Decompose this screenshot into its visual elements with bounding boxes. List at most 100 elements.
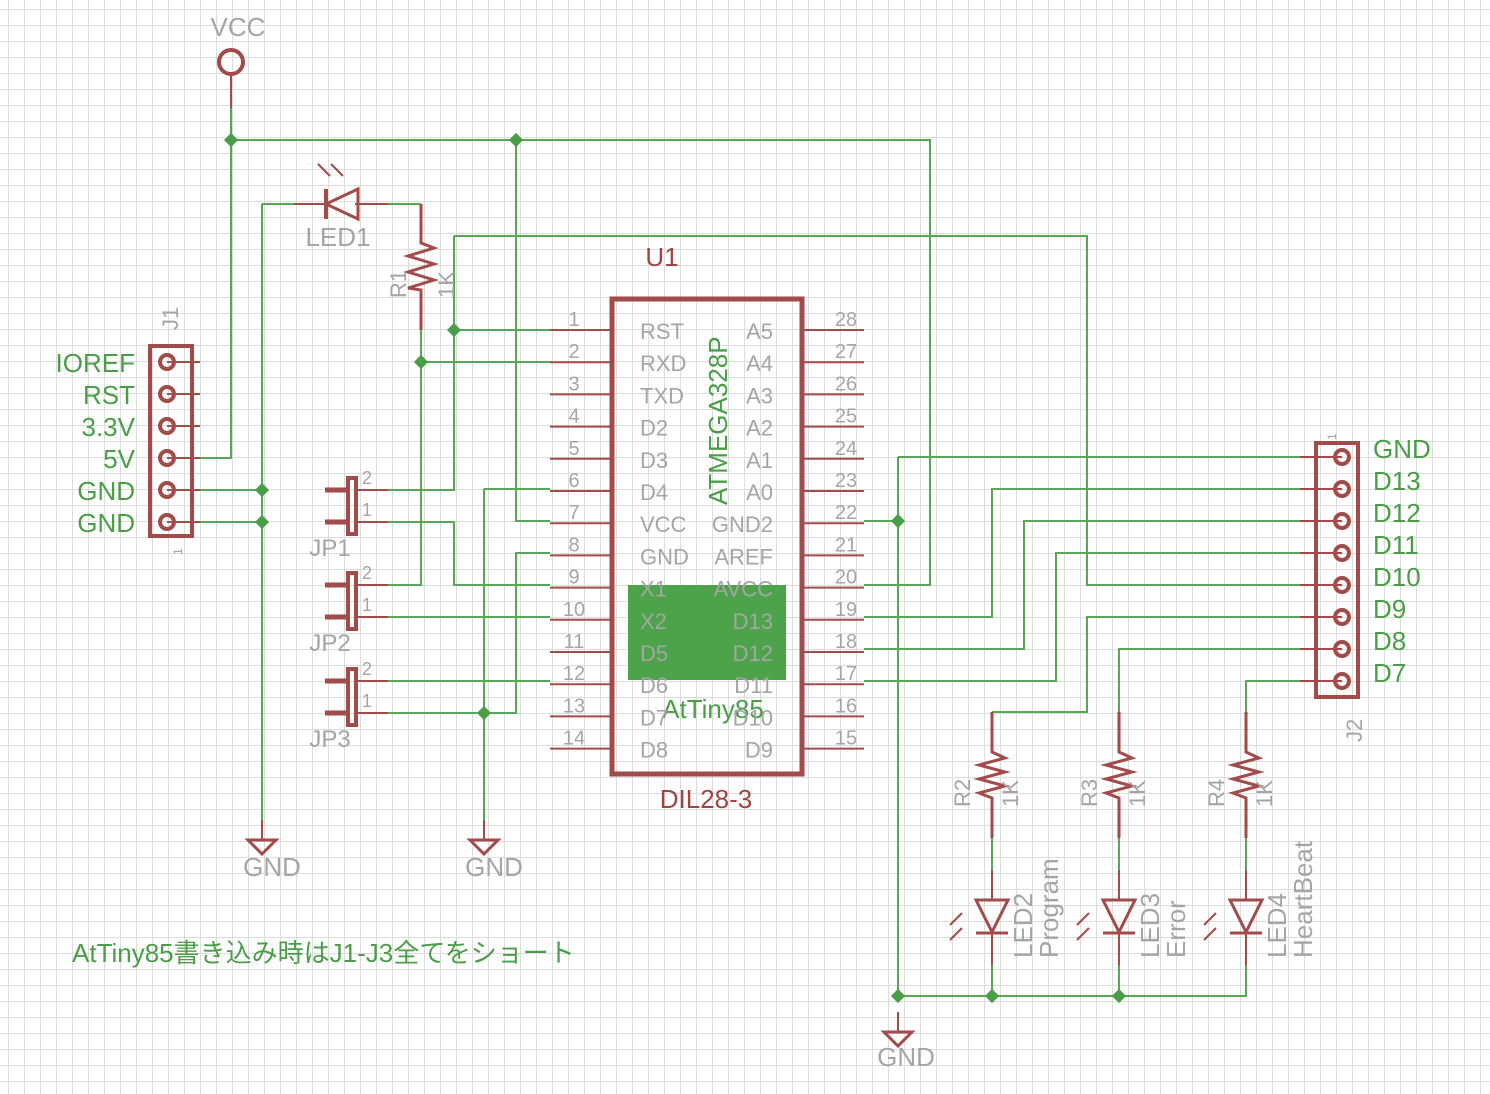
u1-pin-number: 25 bbox=[835, 406, 857, 428]
u1-pin-number: 5 bbox=[568, 438, 579, 460]
u1-pin-number: 14 bbox=[563, 728, 585, 750]
wire bbox=[388, 521, 550, 586]
note-text: AtTiny85書き込み時はJ1-J3全てをショート bbox=[72, 938, 575, 968]
j1-pin-label: GND bbox=[77, 476, 135, 506]
junction-dot bbox=[254, 514, 270, 530]
junction-dot bbox=[890, 988, 906, 1004]
selection-highlight bbox=[628, 585, 786, 680]
vcc-label: VCC bbox=[211, 12, 266, 42]
wire bbox=[515, 140, 550, 522]
u1-pin-number: 9 bbox=[568, 567, 579, 589]
junction-dot bbox=[446, 322, 462, 338]
u1-pin-number: 23 bbox=[835, 470, 857, 492]
u1-pin-number: 26 bbox=[835, 373, 857, 395]
u1-pin-name: A0 bbox=[746, 480, 773, 505]
u1-pin-number: 2 bbox=[568, 341, 579, 363]
u1-pin-name: A5 bbox=[746, 319, 773, 344]
u1-pin-number: 3 bbox=[568, 373, 579, 395]
jumper-body bbox=[346, 476, 358, 536]
led-arrow bbox=[1203, 927, 1217, 941]
j1-pin1: 1 bbox=[171, 548, 185, 555]
gnd-label: GND bbox=[465, 852, 523, 882]
wire bbox=[200, 108, 232, 459]
jumper-body bbox=[346, 667, 358, 727]
gnd-symbol bbox=[466, 838, 502, 857]
led-arrow bbox=[1203, 912, 1217, 926]
junction-dot bbox=[413, 354, 429, 370]
junction-dot bbox=[254, 482, 270, 498]
resistor-name: R3 bbox=[1077, 779, 1102, 807]
led1-arrow bbox=[330, 163, 344, 177]
u1-pin-number: 16 bbox=[835, 695, 857, 717]
j1-pin-label: 3.3V bbox=[82, 412, 136, 442]
resistor-body bbox=[1100, 712, 1138, 838]
j2-pin-label: D13 bbox=[1373, 466, 1421, 496]
u1-pin-name: D9 bbox=[745, 738, 773, 763]
jumper-body bbox=[346, 571, 358, 631]
u1-overlay-label: AtTiny85 bbox=[662, 694, 764, 724]
u1-pin-name: D7 bbox=[640, 705, 668, 730]
u1-pin-number: 8 bbox=[568, 534, 579, 556]
u1-pin-number: 19 bbox=[835, 599, 857, 621]
led-arrow bbox=[1076, 927, 1090, 941]
parts bbox=[148, 48, 1360, 1049]
u1-pin-name: D12 bbox=[733, 641, 773, 666]
led1-arrow bbox=[317, 163, 331, 177]
gnd-symbol bbox=[880, 1030, 916, 1049]
wire bbox=[864, 520, 1300, 650]
u1-pin-number: 18 bbox=[835, 631, 857, 653]
resistor-value: 1K bbox=[998, 780, 1023, 807]
led-value: Program bbox=[1034, 858, 1064, 958]
wire bbox=[1245, 680, 1300, 712]
wire bbox=[388, 236, 455, 491]
u1-pin-number: 4 bbox=[568, 406, 579, 428]
resistor-value: 1K bbox=[1125, 780, 1150, 807]
j2-pin-label: D11 bbox=[1373, 530, 1419, 560]
u1-pin-number: 10 bbox=[563, 599, 585, 621]
u1-body bbox=[609, 296, 805, 777]
led-value: HeartBeat bbox=[1288, 840, 1318, 958]
u1-pin-name: AREF bbox=[714, 544, 773, 569]
jumper-pin1-label: 1 bbox=[362, 691, 372, 711]
vcc-symbol bbox=[217, 48, 245, 76]
resistor-body bbox=[1227, 712, 1265, 838]
u1-pin-number: 21 bbox=[835, 534, 857, 556]
j2-name: J2 bbox=[1342, 719, 1367, 742]
u1-pin-number: 13 bbox=[563, 695, 585, 717]
u1-pin-name: A4 bbox=[746, 351, 773, 376]
led-name: LED4 bbox=[1262, 893, 1292, 958]
wire bbox=[454, 235, 1300, 586]
u1-pin-number: 12 bbox=[563, 663, 585, 685]
u1-pin-name: RST bbox=[640, 319, 684, 344]
u1-pin-name: GND bbox=[640, 544, 689, 569]
jumper-name: JP2 bbox=[309, 630, 350, 657]
jumper-name: JP3 bbox=[309, 726, 350, 753]
u1-pin-name: D11 bbox=[734, 673, 773, 698]
u1-pin-name: D4 bbox=[640, 480, 668, 505]
j2-body bbox=[1314, 441, 1360, 699]
wire bbox=[1118, 648, 1300, 712]
jumper-pin1-label: 1 bbox=[362, 500, 372, 520]
u1-pin-number: 22 bbox=[835, 502, 857, 524]
u1-pin-name: RXD bbox=[640, 351, 686, 376]
wire bbox=[420, 330, 550, 363]
resistor-body bbox=[973, 712, 1011, 838]
led-arrow bbox=[949, 912, 963, 926]
j2-pin1: 1 bbox=[1325, 433, 1339, 440]
jumper-pin2-label: 2 bbox=[362, 659, 372, 679]
r1-value: 1K bbox=[434, 271, 459, 298]
u1-pin-name: D13 bbox=[733, 609, 773, 634]
u1-pin-name: AVCC bbox=[714, 577, 774, 602]
j2-pin-label: D10 bbox=[1373, 562, 1421, 592]
u1-pin-number: 11 bbox=[564, 631, 585, 653]
j1-pin-label: GND bbox=[77, 508, 135, 538]
u1-pin-name: D6 bbox=[640, 673, 668, 698]
led1-label: LED1 bbox=[305, 222, 370, 252]
resistor-name: R4 bbox=[1204, 779, 1229, 807]
wire bbox=[992, 616, 1300, 713]
jumper-pin1-label: 1 bbox=[362, 595, 372, 615]
